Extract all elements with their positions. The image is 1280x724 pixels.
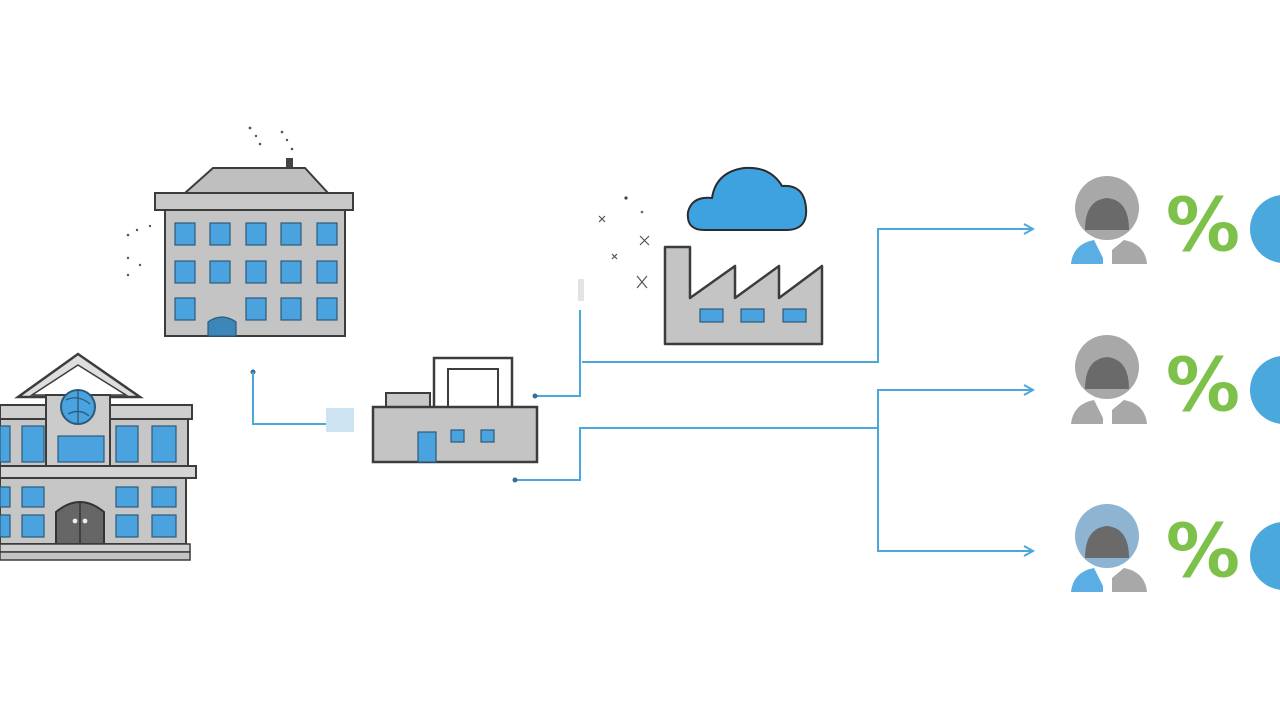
flow-arrow-3 — [877, 428, 1033, 551]
flow-lines — [515, 229, 1033, 551]
school-windows-bottom — [0, 486, 177, 538]
flow-line-lower — [515, 427, 878, 481]
school-windows-top — [0, 425, 177, 463]
output-row-2: % — [1071, 335, 1280, 429]
smoke-particles — [126, 126, 294, 277]
person-icon — [1071, 335, 1147, 424]
flow-arrow-2 — [877, 390, 1033, 428]
factory-icon — [598, 196, 824, 346]
result-circle — [1250, 195, 1280, 263]
cloud-icon — [686, 166, 808, 231]
result-circle — [1250, 356, 1280, 424]
office-windows — [174, 222, 338, 321]
flow-line-up — [535, 310, 581, 397]
school-building-icon — [0, 352, 197, 561]
flow-arrow-1 — [582, 229, 1033, 363]
connector-node — [326, 408, 354, 432]
percent-symbol: % — [1166, 183, 1240, 269]
flow-stub — [578, 279, 584, 301]
office-door — [207, 316, 237, 337]
office-building-icon — [126, 126, 354, 337]
factory-sparks — [598, 215, 650, 289]
warehouse-icon — [371, 356, 539, 464]
output-row-1: % — [1071, 176, 1280, 269]
percent-symbol: % — [1166, 509, 1240, 595]
output-row-3: % — [1071, 504, 1280, 595]
person-icon — [1071, 176, 1147, 264]
warehouse-door — [417, 431, 437, 463]
person-icon — [1071, 504, 1147, 592]
connector-office-to-warehouse — [250, 369, 354, 432]
result-circle — [1250, 522, 1280, 590]
percent-symbol: % — [1166, 343, 1240, 429]
